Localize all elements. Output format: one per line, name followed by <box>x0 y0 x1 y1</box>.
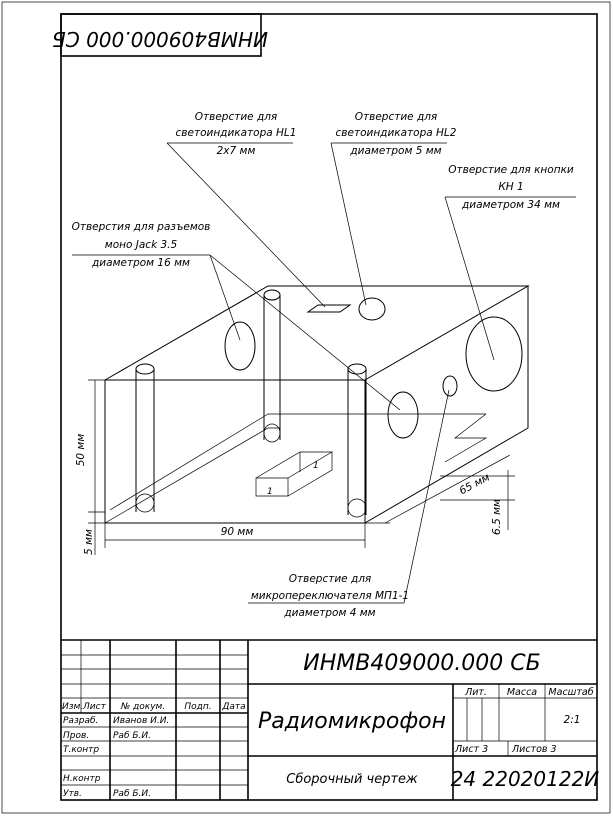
stamp-doc-type: Сборочный чертеж <box>286 772 418 787</box>
svg-text:Отверстие для: Отверстие для <box>195 111 278 123</box>
marker-1-a: 1 <box>267 487 273 497</box>
rev-h-sign: Подп. <box>184 702 211 712</box>
stamp-scale-header: Масштаб <box>548 687 593 698</box>
stamp-title: Радиомикрофон <box>258 709 446 734</box>
dim-small-right: 6.5 мм <box>491 499 503 535</box>
leader-lines <box>72 142 576 604</box>
callout-mp: Отверстие для микропереключателя МП1-1 д… <box>251 573 409 619</box>
inner-frame <box>60 13 598 801</box>
svg-text:микропереключателя МП1-1: микропереключателя МП1-1 <box>251 590 409 602</box>
hl2-led-hole <box>358 297 386 321</box>
dim-height: 50 мм <box>75 434 87 467</box>
hidden-bottom-back <box>104 427 280 524</box>
stamp-scale: 2:1 <box>564 714 581 726</box>
svg-text:Отверстия для разъемов: Отверстия для разъемов <box>72 221 211 233</box>
inner-shelf-diag <box>109 413 269 511</box>
svg-text:диаметром 4 мм: диаметром 4 мм <box>283 607 375 619</box>
rev-h-izm: Изм. <box>62 702 83 712</box>
inner-step-line <box>444 413 488 463</box>
name-5: Раб Б.И. <box>113 789 151 799</box>
svg-text:светоиндикатора HL1: светоиндикатора HL1 <box>176 127 297 139</box>
jack-hole-2 <box>387 391 419 439</box>
front-face <box>104 379 366 524</box>
top-face <box>104 285 530 381</box>
dim-depth: 65 мм <box>457 471 491 497</box>
right-face <box>364 286 529 524</box>
name-0: Иванов И.И. <box>113 716 169 726</box>
rev-h-date: Дата <box>221 702 245 712</box>
svg-text:диаметром 34 мм: диаметром 34 мм <box>461 199 560 211</box>
marker-1-b: 1 <box>313 461 319 471</box>
switch-block <box>255 451 334 497</box>
role-5: Утв. <box>63 789 82 799</box>
callout-kn1: Отверстие для кнопки КН 1 диаметром 34 м… <box>448 164 574 211</box>
rev-h-list: Лист <box>82 702 107 712</box>
stamp-sheet: Лист 3 <box>454 744 488 755</box>
svg-text:моно Jack 3.5: моно Jack 3.5 <box>105 239 178 251</box>
top-code-box <box>60 13 262 57</box>
mounting-post-back <box>263 289 281 443</box>
kn1-button-hole <box>465 316 523 392</box>
mounting-post-front-left <box>135 363 155 513</box>
name-1: Раб Б.И. <box>113 731 151 741</box>
svg-text:светоиндикатора HL2: светоиндикатора HL2 <box>336 127 457 139</box>
stamp-doc-code: ИНМВ409000.000 СБ <box>303 651 541 676</box>
dimension-lines <box>88 379 515 555</box>
role-1: Пров. <box>63 731 89 741</box>
role-2: Т.контр <box>63 745 99 755</box>
svg-text:Отверстие для кнопки: Отверстие для кнопки <box>448 164 574 176</box>
hl1-led-slot <box>306 304 352 313</box>
jack-hole-1 <box>224 321 256 371</box>
mp-switch-hole <box>442 375 458 397</box>
top-code-text: ИНМВ409000.000 СБ <box>52 27 268 51</box>
stamp-lit-header: Лит. <box>464 687 487 698</box>
stamp-mass-header: Масса <box>507 687 537 698</box>
stamp-sheets: Листов 3 <box>511 744 557 755</box>
callout-hl2: Отверстие для светоиндикатора HL2 диамет… <box>336 111 457 157</box>
rev-h-doc: № докум. <box>120 702 165 712</box>
svg-text:Отверстие для: Отверстие для <box>289 573 372 585</box>
svg-text:диаметром 5 мм: диаметром 5 мм <box>349 145 441 157</box>
dim-length: 90 мм <box>221 526 254 538</box>
stamp-org: 24 22020122И <box>451 767 600 791</box>
dim-small-left: 5 мм <box>83 529 95 555</box>
svg-text:диаметром 16 мм: диаметром 16 мм <box>91 257 190 269</box>
callout-hl1: Отверстие для светоиндикатора HL1 2х7 мм <box>176 111 297 157</box>
svg-text:Отверстие для: Отверстие для <box>355 111 438 123</box>
mounting-post-front-right <box>347 363 367 518</box>
enclosure-body: 1 1 <box>104 285 530 524</box>
title-block <box>61 639 597 800</box>
callout-jack: Отверстия для разъемов моно Jack 3.5 диа… <box>72 221 211 269</box>
role-0: Разраб. <box>63 716 98 726</box>
role-4: Н.контр <box>63 774 101 784</box>
svg-text:КН 1: КН 1 <box>498 181 523 193</box>
svg-text:2х7 мм: 2х7 мм <box>217 145 256 157</box>
